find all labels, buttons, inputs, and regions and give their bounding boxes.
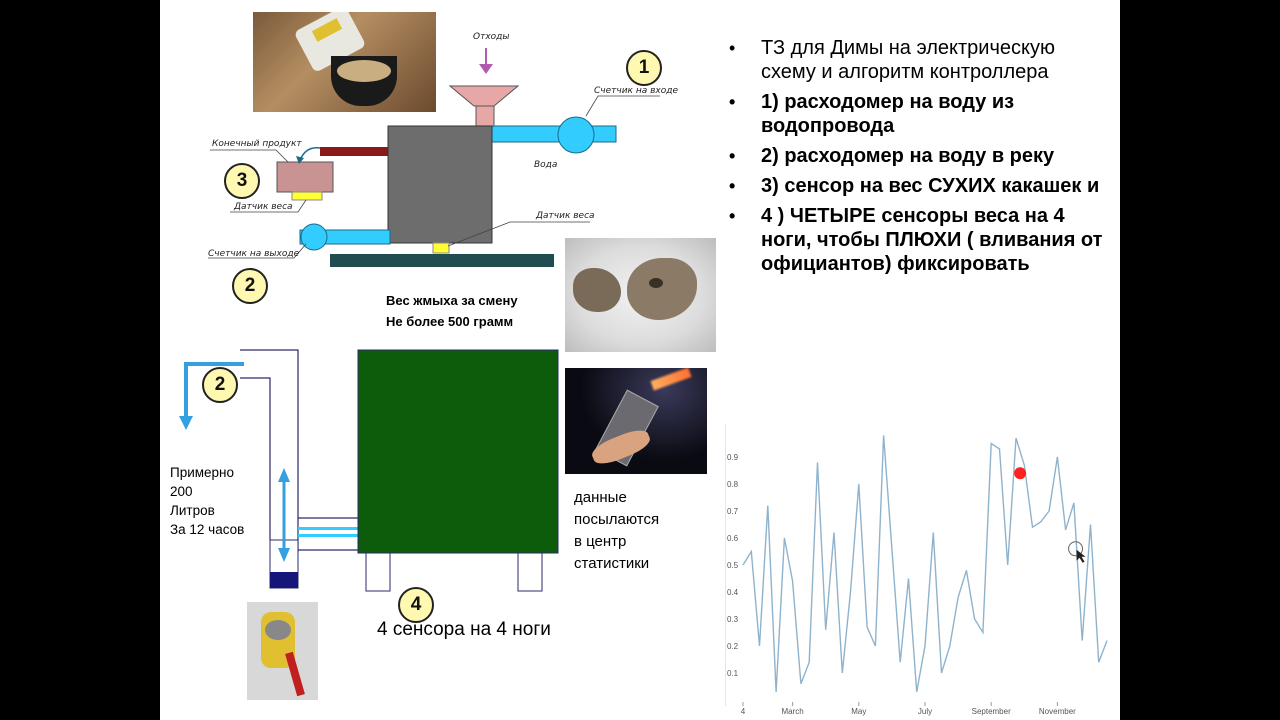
bottom-process-diagram	[179, 349, 559, 592]
stats-line3: в центр	[574, 533, 627, 550]
tank-sensor-label: Датчик веса	[536, 211, 595, 221]
tank-leg-right	[517, 552, 543, 592]
tank-weight-sensor	[432, 242, 450, 254]
volume-line1: Примерно	[170, 465, 235, 480]
x-tick-label: 4	[741, 707, 746, 716]
stats-line2: посылаются	[574, 511, 660, 528]
y-tick-label: 0.9	[727, 453, 739, 462]
river-arrow	[184, 362, 244, 420]
y-tick-label: 0.5	[727, 561, 739, 570]
stats-line4: статистики	[574, 555, 650, 572]
base-platform	[330, 254, 554, 267]
badge-4: 4	[398, 587, 434, 623]
funnel-neck	[475, 105, 495, 127]
badge-2-bottom: 2	[202, 367, 238, 403]
sensors-caption: 4 сенсора на 4 ноги	[377, 619, 551, 640]
stats-line1: данные	[574, 489, 627, 506]
stats-chart: 0.1 0.2 0.3 0.4 0.5 0.6 0.7 0.8 0.9 4 March May July…	[725, 424, 1108, 716]
product-box	[276, 161, 334, 193]
series-line	[742, 435, 1108, 693]
end-product-label: Конечный продукт	[212, 139, 302, 149]
y-tick-label: 0.1	[727, 669, 739, 678]
slide: Отходы Счетчик на входе Вода Конечный пр…	[160, 0, 1120, 720]
funnel	[448, 85, 520, 107]
volume-line2: 200	[170, 484, 193, 499]
inlet-pipe	[491, 125, 617, 143]
y-tick-label: 0.8	[727, 480, 739, 489]
stats-caption: данные посылаются в центр статистики	[574, 487, 659, 575]
inlet-meter-label: Счетчик на входе	[594, 86, 679, 96]
x-tick-label: July	[918, 707, 932, 716]
inlet-meter	[557, 116, 595, 154]
outflow-pipe-outer	[240, 349, 299, 552]
cursor-ring	[1068, 541, 1084, 557]
requirement-3: 3) сенсор на вес СУХИХ какашек и	[723, 174, 1103, 198]
cake-weight-line2: Не более 500 грамм	[386, 314, 514, 329]
connector-blue-a	[298, 527, 358, 530]
volume-note: Примерно 200 Литров За 12 часов	[170, 463, 244, 539]
requirement-4: 4 ) ЧЕТЫРЕ сенсоры веса на 4 ноги, чтобы…	[723, 204, 1103, 276]
y-tick-label: 0.2	[727, 642, 739, 651]
bucket-photo	[253, 12, 436, 112]
volume-line4: За 12 часов	[170, 522, 245, 537]
y-tick-label: 0.7	[727, 507, 739, 516]
requirements-list: ТЗ для Димы на электрическую схему и алг…	[723, 36, 1103, 282]
cake-weight-line1: Вес жмыха за смену	[386, 293, 518, 308]
x-tick-label: September	[972, 707, 1011, 716]
flowmeter-photo	[247, 602, 318, 700]
y-tick-label: 0.4	[727, 588, 739, 597]
badge-3: 3	[224, 163, 260, 199]
leader-lines	[208, 95, 660, 259]
top-process-diagram	[208, 48, 660, 267]
product-weight-sensor	[291, 191, 323, 201]
tank-leg-left	[365, 552, 391, 592]
collector-fill	[270, 572, 298, 588]
product-sensor-label: Датчик веса	[234, 202, 293, 212]
x-tick-label: November	[1039, 707, 1076, 716]
phone-photo	[565, 368, 707, 474]
y-tick-label: 0.3	[727, 615, 739, 624]
requirement-2: 2) расходомер на воду в реку	[723, 144, 1103, 168]
badge-2-top: 2	[232, 268, 268, 304]
waste-arrow	[479, 48, 493, 74]
requirement-1: 1) расходомер на воду из водопровода	[723, 90, 1103, 138]
waste-label: Отходы	[473, 32, 510, 42]
dry-cake-photo	[565, 238, 716, 352]
outlet-meter	[300, 223, 328, 251]
volume-line3: Литров	[170, 503, 215, 518]
y-tick-label: 0.6	[727, 534, 739, 543]
green-tank	[357, 349, 559, 554]
outlet-meter-label: Счетчик на выходе	[208, 249, 300, 259]
highlight-point	[1014, 467, 1027, 480]
cake-weight-note: Вес жмыха за смену Не более 500 грамм	[386, 290, 518, 332]
cursor-arrow-icon	[1076, 549, 1086, 563]
requirement-title: ТЗ для Димы на электрическую схему и алг…	[723, 36, 1103, 84]
connector-blue-b	[298, 534, 358, 537]
water-label: Вода	[534, 160, 558, 170]
outflow-pipe-inner	[240, 377, 271, 540]
main-tank	[387, 125, 493, 244]
red-product-pipe	[320, 147, 388, 156]
x-tick-label: March	[782, 707, 804, 716]
x-tick-label: May	[851, 707, 866, 716]
badge-1: 1	[626, 50, 662, 86]
